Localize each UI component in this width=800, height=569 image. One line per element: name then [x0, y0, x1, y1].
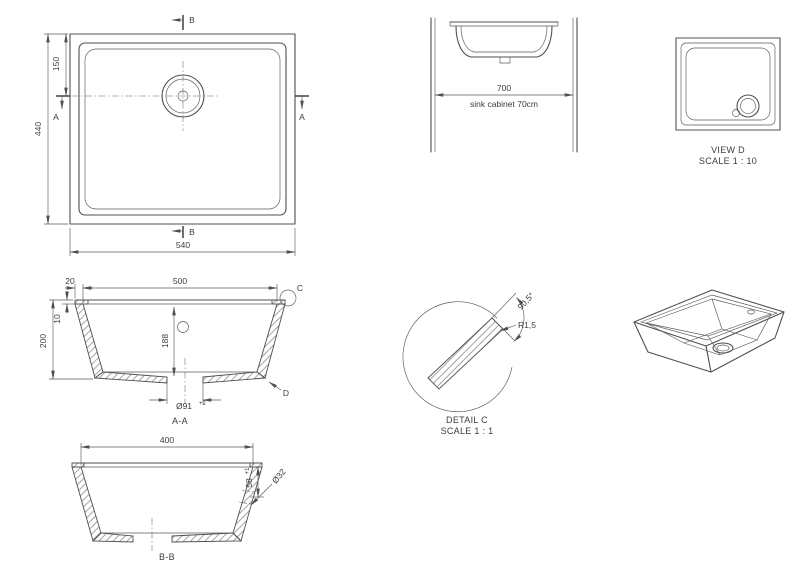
bb-left-wall: [71, 466, 102, 542]
sink-rim-outline: [78, 42, 287, 216]
dim-700: 700 sink cabinet 70cm: [434, 83, 574, 109]
iso-overflow: [747, 309, 755, 315]
view-d-letter: D: [283, 388, 289, 398]
detail-c-letter: C: [297, 283, 303, 293]
section-a-label-left: A: [53, 112, 59, 122]
view-d-title: VIEW D: [711, 145, 745, 155]
dim-440: 440: [33, 33, 68, 225]
section-line-b: B B: [171, 15, 195, 238]
dim-20: 20: [65, 276, 93, 298]
section-b-label-top: B: [189, 15, 195, 25]
dim-58-tolerance: +1: [245, 467, 251, 475]
bb-floor-left: [91, 532, 134, 543]
dim-700-text: 700: [497, 83, 511, 93]
dim-10: 10: [52, 291, 75, 324]
overflow-knob: [732, 109, 740, 117]
view-d-scale: SCALE 1 : 10: [699, 156, 757, 166]
aa-floor-left: [93, 371, 168, 384]
iso-drain: [712, 342, 734, 354]
cabinet-view: 700 sink cabinet 70cm: [430, 17, 578, 153]
plan-drain: [58, 61, 218, 131]
detail-c-view: 90,5° R1,5 DETAIL C SCALE 1 : 1: [402, 290, 536, 436]
dim-150: 150: [51, 33, 68, 97]
dim-200: 200: [38, 299, 93, 380]
dim-drain-91: Ø91 +2: [149, 381, 221, 411]
dim-58-text: 58: [244, 478, 254, 488]
detail-c-title: DETAIL C: [446, 415, 488, 425]
aa-right-wall: [256, 303, 286, 379]
bowl-top-outline: [84, 48, 281, 210]
dim-angle-text: 90,5°: [515, 290, 536, 311]
section-a-label-right: A: [299, 112, 305, 122]
dim-radius: R1,5: [499, 320, 536, 332]
sink-outer-outline: [69, 33, 296, 225]
section-bb-view: 400 58 +1 Ø32 B-B: [71, 435, 288, 562]
detail-c-marker: C: [279, 283, 303, 307]
dim-440-text: 440: [33, 122, 43, 136]
view-d-outer: [675, 37, 781, 131]
cabinet-sink-section: [449, 21, 559, 64]
section-aa-title: A-A: [172, 416, 188, 426]
view-d: VIEW D SCALE 1 : 10: [675, 37, 781, 166]
dim-400-text: 400: [160, 435, 174, 445]
dim-10-text: 10: [52, 314, 62, 324]
dim-540: 540: [69, 228, 296, 256]
section-line-a: A A: [53, 95, 309, 122]
dim-150-text: 150: [51, 57, 61, 71]
dim-188-text: 188: [160, 334, 170, 348]
detail-boundary: [402, 301, 513, 412]
dim-20-text: 20: [65, 276, 75, 286]
aa-floor-right: [202, 371, 267, 384]
dim-91-text: Ø91: [176, 401, 192, 411]
drain-stub: [499, 57, 511, 64]
plan-view: B B A A 440 150 540: [33, 15, 309, 256]
dim-500: 500: [82, 276, 278, 302]
dim-540-text: 540: [176, 240, 190, 250]
dim-188: 188: [160, 306, 176, 377]
aa-left-wall: [74, 303, 104, 379]
section-bb-title: B-B: [159, 552, 175, 562]
dim-200-text: 200: [38, 334, 48, 348]
section-aa-view: 500 20 200 10 188 Ø91: [38, 276, 303, 426]
dim-radius-text: R1,5: [518, 320, 536, 330]
detail-c-scale: SCALE 1 : 1: [441, 426, 494, 436]
dim-angle: 90,5°: [513, 290, 536, 342]
bb-floor-right: [171, 532, 243, 543]
dim-58: 58 +1: [244, 466, 264, 498]
dim-32-text: Ø32: [270, 466, 288, 485]
view-d-drain: [732, 94, 760, 118]
dim-500-text: 500: [173, 276, 187, 286]
cabinet-caption: sink cabinet 70cm: [470, 99, 538, 109]
view-d-marker: D: [268, 381, 289, 398]
dim-91-tolerance: +2: [199, 401, 207, 407]
detail-wall-section: [427, 317, 504, 390]
isometric-view: [633, 289, 785, 373]
section-b-label-bottom: B: [189, 227, 195, 237]
dim-400: 400: [80, 435, 254, 465]
bb-right-wall: [232, 466, 263, 542]
aa-overflow-hole: [177, 321, 189, 333]
